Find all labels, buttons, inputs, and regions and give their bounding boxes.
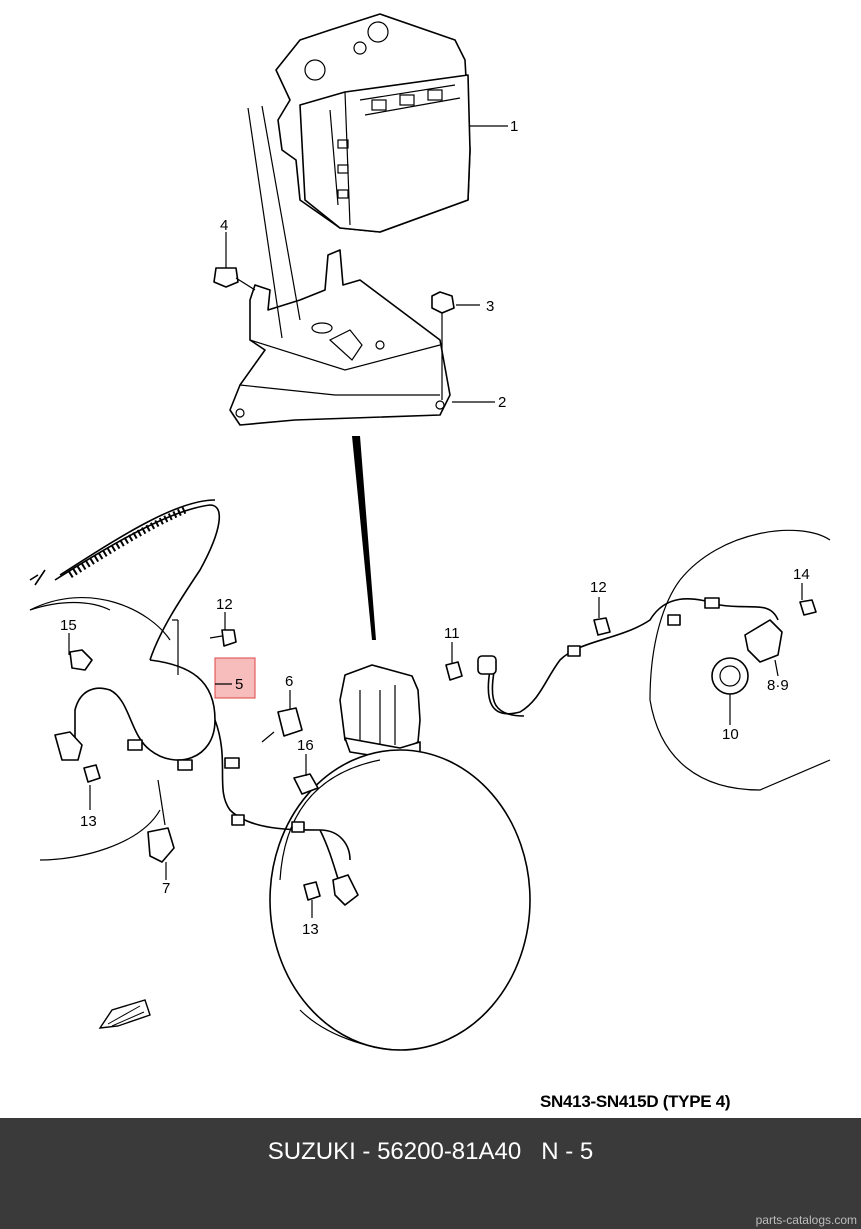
model-type-label: SN413-SN415D (TYPE 4): [540, 1092, 731, 1111]
footer-part-number: 56200-81A40: [377, 1138, 522, 1165]
leader-lines: [68, 125, 803, 918]
rear-wiring-harness: [477, 597, 779, 717]
callout-labels: 1 2 3 4 5 12 15 6 16 13 7 13 11 12 14 8·…: [60, 118, 810, 938]
callout-12-right: 12: [590, 579, 607, 596]
callout-15: 15: [60, 617, 77, 634]
callout-2: 2: [498, 394, 506, 411]
highlight-part-5[interactable]: [214, 657, 256, 699]
callout-12-left: 12: [216, 596, 233, 613]
bolt-part-3: [431, 291, 480, 400]
callout-7: 7: [162, 880, 170, 897]
footer-part-info: SUZUKI - 56200-81A40 N - 5: [0, 1118, 861, 1186]
rear-wheel-outline: [649, 529, 831, 791]
wiring-harness: [29, 499, 359, 906]
footer-brand: SUZUKI: [267, 1138, 356, 1165]
front-wheel-outline: [269, 749, 531, 1051]
callout-8-9: 8·9: [767, 677, 789, 694]
callout-10: 10: [722, 726, 739, 743]
footer-ref: N - 5: [541, 1138, 594, 1165]
watermark: parts-catalogs.com: [755, 1213, 857, 1227]
abs-hydraulic-unit: [275, 13, 471, 233]
parts-diagram: 1 2 3 4 5 12 15 6 16 13 7 13 11 12 14 8·…: [29, 13, 831, 1051]
nut-part-4: [213, 232, 256, 291]
callout-13-left: 13: [80, 813, 97, 830]
footer-bar: [0, 1118, 861, 1229]
direction-arrow-icon: [98, 999, 151, 1029]
abs-bracket: [229, 249, 451, 426]
callout-16: 16: [297, 737, 314, 754]
callout-14: 14: [793, 566, 810, 583]
callout-11: 11: [444, 625, 460, 642]
callout-6: 6: [285, 673, 293, 690]
abs-unit-small: [339, 664, 421, 761]
callout-1: 1: [510, 118, 518, 135]
arrow-indicator: [352, 436, 376, 640]
callout-4: 4: [220, 217, 228, 234]
callout-13-bottom: 13: [302, 921, 319, 938]
footer-separator: -: [355, 1138, 378, 1165]
left-wheel-outline: [29, 596, 171, 861]
small-fasteners: [69, 599, 817, 901]
callout-5: 5: [235, 676, 243, 693]
callout-3: 3: [486, 298, 494, 315]
